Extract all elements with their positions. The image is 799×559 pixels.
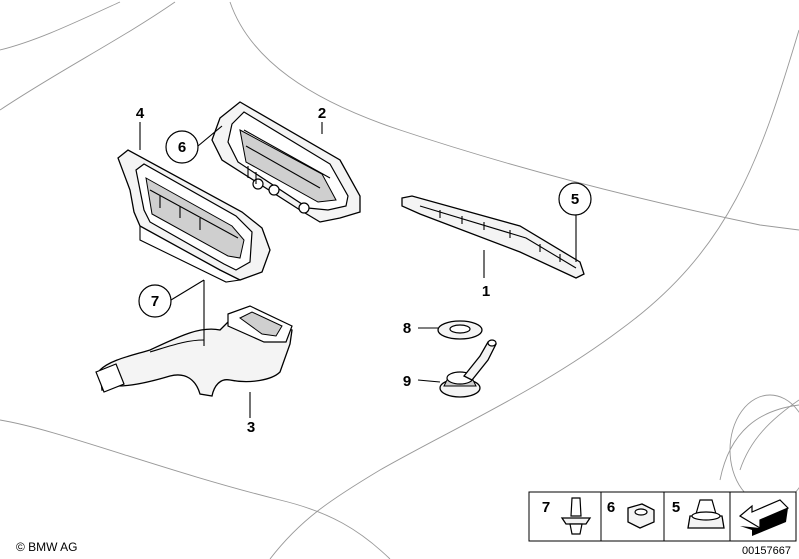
grille-frame-part — [211, 101, 361, 223]
callout-2: 2 — [318, 105, 326, 122]
push-rivet-icon — [560, 497, 592, 535]
legend-label-5: 5 — [672, 499, 680, 516]
grommet-part — [439, 339, 497, 398]
hex-nut-icon — [627, 503, 655, 529]
callout-7: 7 — [151, 293, 159, 310]
callout-5: 5 — [571, 191, 579, 208]
clip-nut-icon — [687, 499, 725, 529]
callout-6-circle — [165, 130, 199, 164]
intake-duct-frame-part — [117, 149, 271, 283]
diagram-id: 00157667 — [742, 545, 791, 557]
direction-arrow-icon — [738, 499, 790, 536]
trim-strip-part — [401, 195, 585, 279]
callout-1: 1 — [482, 283, 490, 300]
leader-lines — [139, 122, 577, 418]
air-hose-part — [95, 305, 293, 397]
legend-label-7: 7 — [542, 499, 550, 516]
callout-4: 4 — [136, 105, 145, 122]
legend-label-6: 6 — [607, 499, 615, 516]
fastener-legend: 7 6 5 — [528, 491, 797, 542]
washer-part — [437, 320, 483, 340]
callout-3: 3 — [247, 419, 255, 436]
callout-7-circle — [138, 284, 172, 318]
copyright-text: © BMW AG — [16, 540, 78, 554]
callout-9: 9 — [403, 373, 411, 390]
callout-8: 8 — [403, 320, 411, 337]
callout-5-circle — [558, 182, 592, 216]
callout-6: 6 — [178, 139, 186, 156]
